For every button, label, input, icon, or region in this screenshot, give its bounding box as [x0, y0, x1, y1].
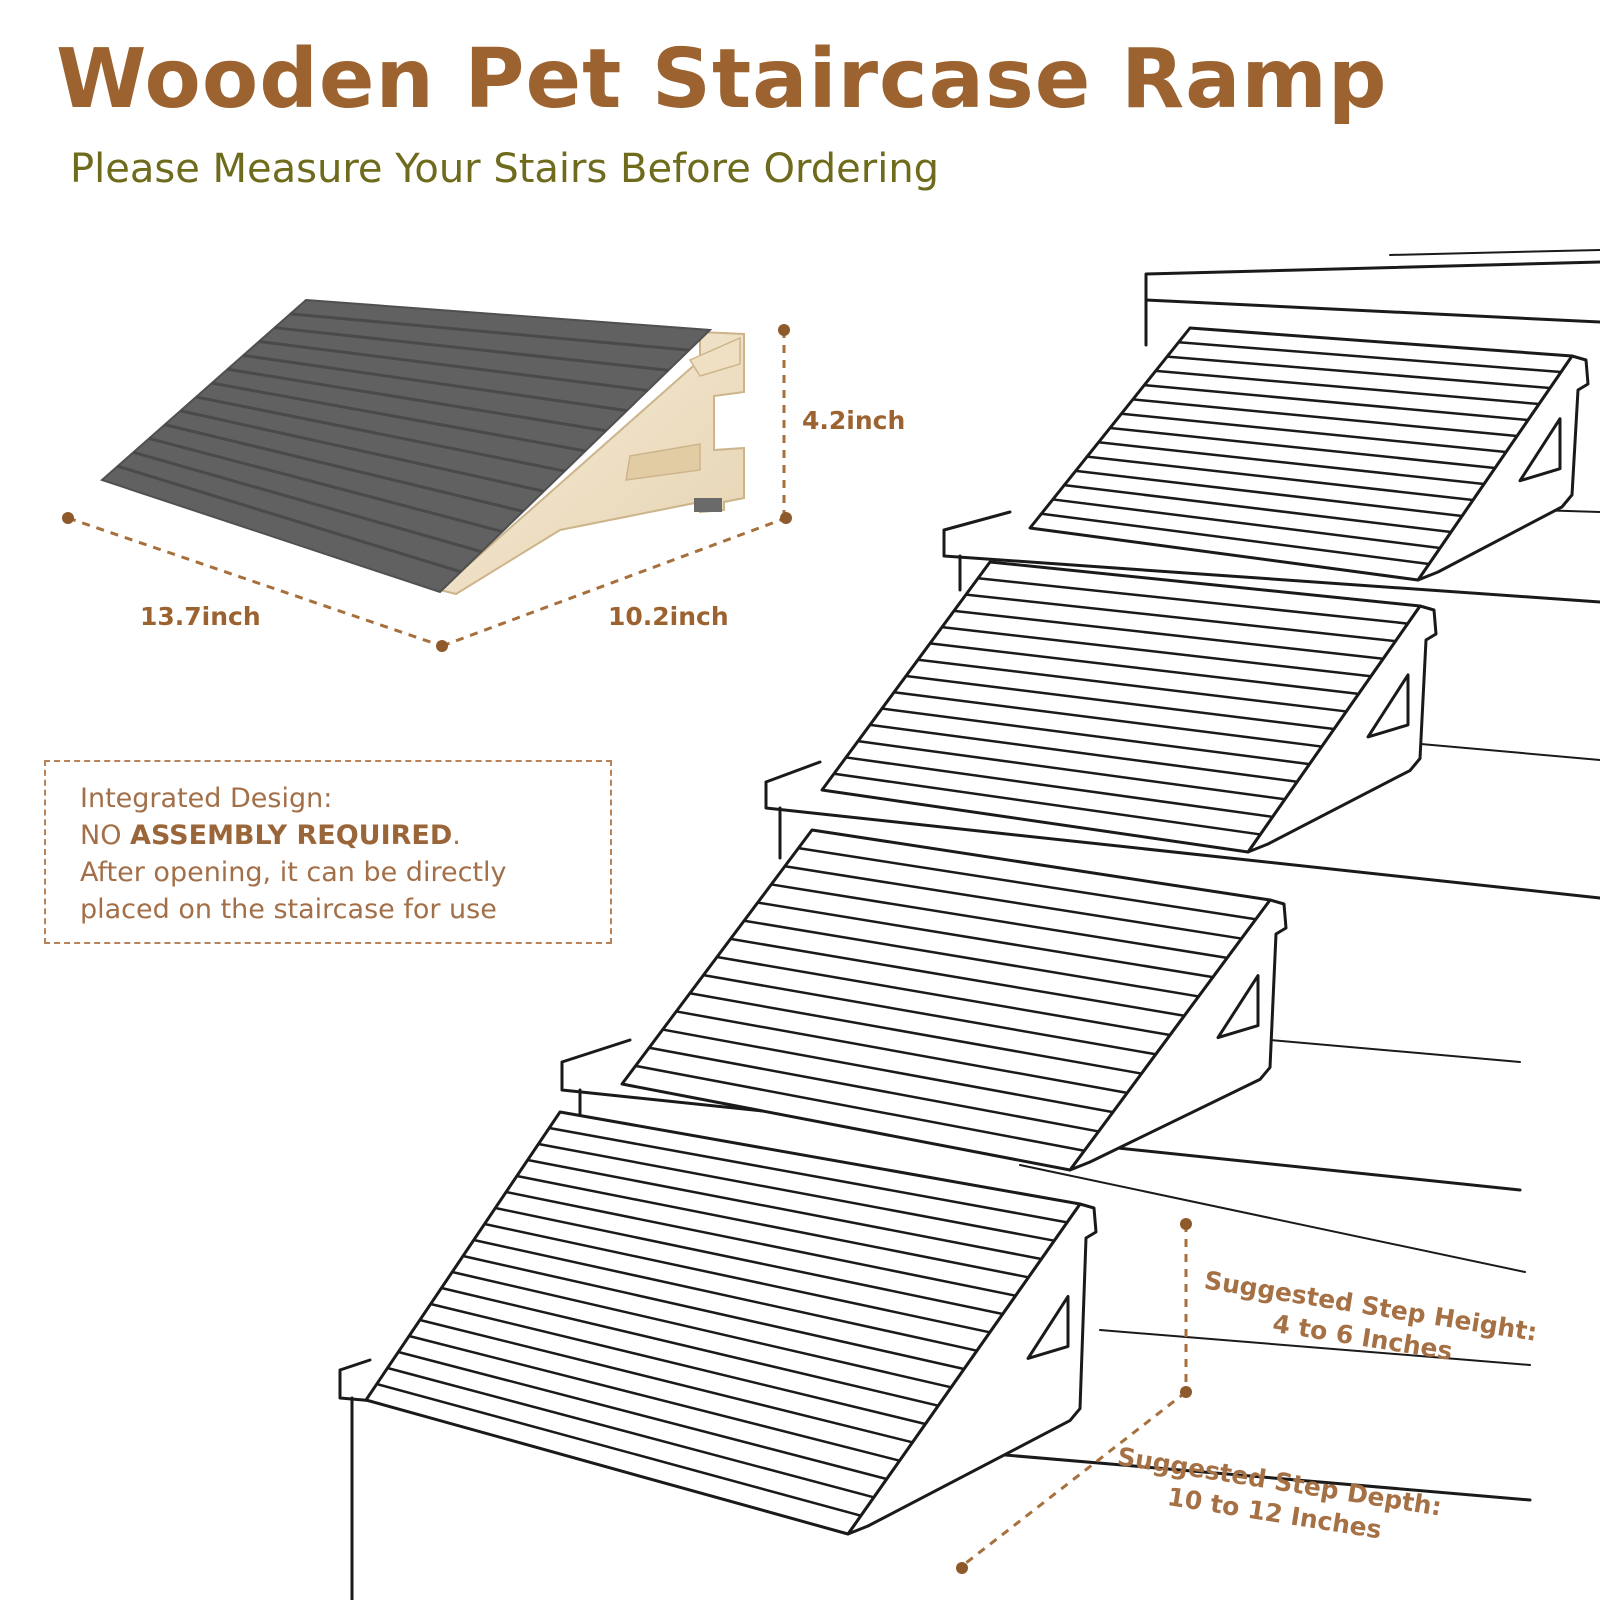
ramp-slat [662, 1028, 1114, 1114]
ramp-slat [398, 1350, 887, 1481]
ramp-slat [869, 723, 1298, 783]
ramp-slat [1052, 498, 1441, 550]
width-dimension: 10.2inch [608, 602, 729, 631]
ramp-slat [430, 1302, 926, 1426]
ramp-slat [1121, 412, 1507, 454]
carpet-rib [117, 464, 462, 574]
carpet-rib [227, 367, 607, 433]
ramp-slat [1041, 512, 1430, 566]
stair-ramp-drawing [364, 1110, 1098, 1536]
carpet-rib [258, 340, 648, 392]
carpet-rib [148, 437, 503, 533]
ramp-slat [905, 674, 1335, 731]
ramp-slat [1087, 455, 1474, 502]
stair-ramp-drawing [820, 560, 1438, 854]
ramp-slat [771, 883, 1228, 960]
ramp-slat [716, 955, 1171, 1037]
ramp-slat [703, 973, 1156, 1056]
ramp-slat [798, 846, 1256, 921]
ramp-slat [1075, 469, 1463, 518]
ramp-slat [784, 865, 1242, 940]
carpet-rib [211, 381, 586, 453]
page-title: Wooden Pet Staircase Ramp [56, 32, 1388, 127]
ramp-slat [689, 992, 1142, 1075]
ramp-slat [929, 642, 1359, 696]
info-line-1: Integrated Design: [80, 783, 333, 814]
ramp-slat [676, 1010, 1128, 1095]
ramp-slat [757, 901, 1214, 979]
ramp-slat [941, 625, 1371, 678]
carpet-rib [195, 395, 565, 473]
carpet-rib [180, 409, 545, 493]
page-subtitle: Please Measure Your Stairs Before Orderi… [70, 146, 940, 192]
assembly-required-text: ASSEMBLY REQUIRED [130, 820, 453, 851]
ramp-slat [548, 1126, 1068, 1224]
ramp-slat [462, 1254, 965, 1371]
ramp-slat [527, 1158, 1042, 1261]
ramp-slat [917, 658, 1347, 713]
ramp-slat [730, 937, 1185, 1017]
ramp-slat [451, 1270, 952, 1389]
ramp-slat [1178, 341, 1562, 374]
ramp-slat [635, 1064, 1085, 1152]
carpet-rib [243, 353, 628, 413]
height-dimension: 4.2inch [802, 406, 906, 435]
ramp-slat [408, 1334, 900, 1462]
ramp-slat [1064, 483, 1452, 534]
stair-ramp-drawing [620, 828, 1288, 1172]
ramp-slat [484, 1222, 991, 1334]
ramp-slat [538, 1142, 1055, 1242]
length-dimension: 13.7inch [140, 602, 261, 631]
ramp-slat [1144, 383, 1529, 422]
ramp-slat [833, 772, 1261, 836]
ramp-slat [387, 1366, 875, 1499]
carpet-rib [274, 326, 669, 372]
carpet-rib [290, 312, 690, 352]
ramp-slat [953, 609, 1384, 660]
ramp-slat [1098, 441, 1485, 486]
carpet-rib [164, 423, 524, 513]
ramp-slat [1132, 398, 1518, 438]
ramp-slat [505, 1190, 1016, 1297]
ramp-slat [845, 756, 1273, 819]
ramp-slat [516, 1174, 1029, 1279]
ramp-slat [977, 577, 1408, 625]
assembly-info-box: Integrated Design: NO ASSEMBLY REQUIRED.… [44, 760, 612, 944]
ramp-slat [743, 919, 1199, 998]
ramp-slat [376, 1382, 862, 1517]
ramp-slat [965, 593, 1396, 643]
info-line-4: placed on the staircase for use [80, 894, 497, 925]
ramp-slat [893, 691, 1322, 748]
ramp-slat [881, 707, 1310, 766]
ramp-product-photo [62, 298, 792, 652]
ramp-slat [495, 1206, 1003, 1316]
ramp-slat [473, 1238, 978, 1352]
ramp-slat [857, 739, 1286, 801]
stair-ramp-drawing [1028, 326, 1590, 582]
ramp-slat [419, 1318, 913, 1444]
carpet-rib [132, 450, 482, 554]
ramp-slat [648, 1046, 1099, 1133]
ramp-slat [1109, 426, 1496, 470]
ramp-slat [1155, 369, 1540, 406]
ramp-slat [1167, 355, 1551, 390]
info-line-3: After opening, it can be directly [80, 857, 507, 888]
info-line-2-prefix: NO [80, 820, 131, 851]
info-line-2-suffix: . [452, 820, 461, 851]
ramp-slat [441, 1286, 939, 1407]
info-line-2: NO ASSEMBLY REQUIRED. [80, 817, 600, 854]
